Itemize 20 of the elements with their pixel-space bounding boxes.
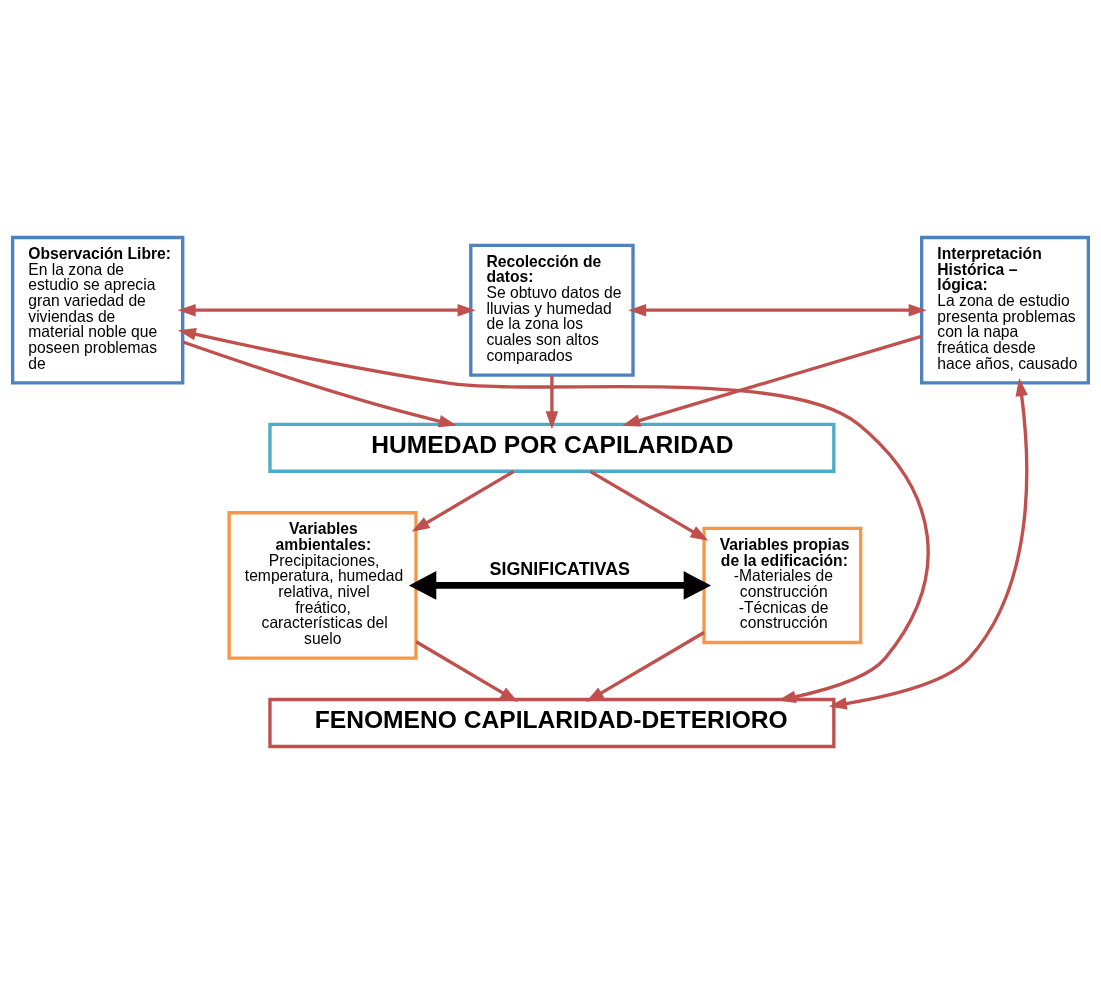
node-box: Observación Libre: En la zona de estudio se aprecia gran variedad de viviendas de material noble que poseen problemas de	[10, 235, 185, 385]
node-box: Variables propias de la edificación: -Materiales de construcción -Técnicas de construcción	[702, 526, 863, 644]
arrow	[411, 469, 515, 532]
arrow	[585, 630, 705, 702]
arrow	[622, 334, 922, 427]
edge-label: SIGNIFICATIVAS	[489, 558, 631, 579]
arrow	[415, 639, 519, 702]
arrow	[177, 327, 930, 703]
arrow	[628, 303, 927, 316]
arrow	[828, 377, 1029, 710]
node-box: Recolección de datos: Se obtuvo datos de lluvias y humedad de la zona los cuales son altos comparados	[469, 243, 635, 377]
arrow	[589, 469, 709, 541]
arrow	[177, 303, 476, 316]
arrow	[182, 339, 457, 427]
node-box: Variables ambientales: Precipitaciones, temperatura, humedad relativa, nivel freático, características del suelo	[227, 510, 418, 660]
node-box: Interpretación Histórica – lógica: La zona de estudio presenta problemas con la napa freática desde hace años, causado	[920, 235, 1091, 385]
arrow	[408, 570, 712, 600]
arrow	[545, 374, 559, 429]
node-box: HUMEDAD POR CAPILARIDAD	[268, 422, 836, 473]
node-box: FENOMENO CAPILARIDAD-DETERIORO	[268, 697, 836, 748]
